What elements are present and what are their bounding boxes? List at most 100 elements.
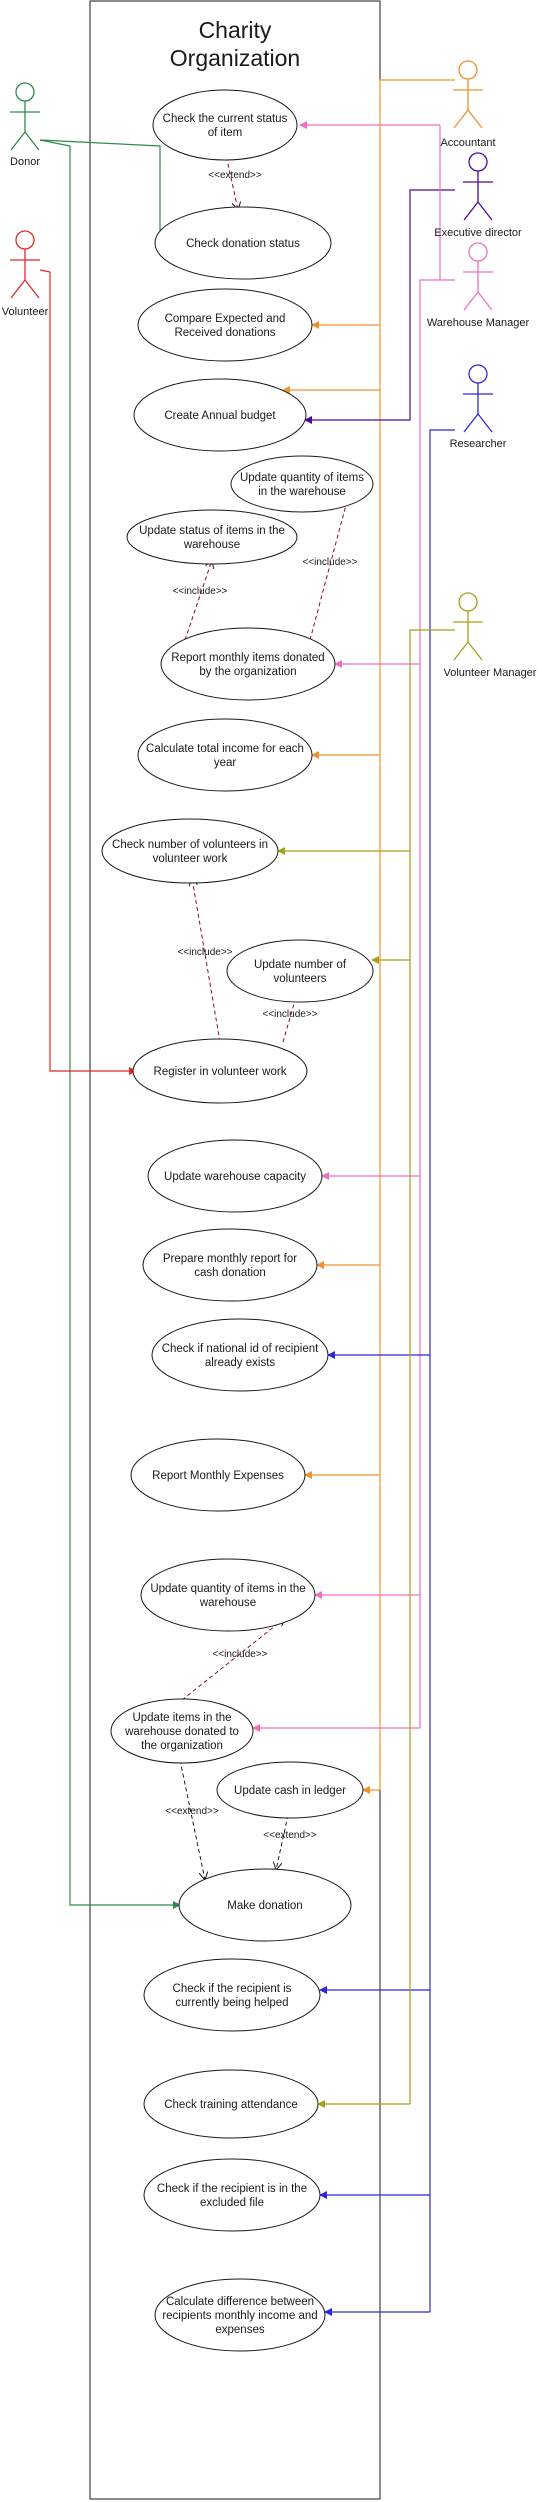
use-case-ellipse[interactable]	[151, 1318, 329, 1392]
use-case-ellipse[interactable]	[143, 1958, 321, 2032]
relation-label-include-status-items: <<include>>	[172, 586, 227, 597]
actor-accountant[interactable]: Accountant	[440, 60, 496, 149]
use-case-label: Calculate difference between	[166, 2296, 314, 2308]
relation-label-include-num-volunteers-check: <<include>>	[177, 947, 232, 958]
use-case-update-wh-capacity[interactable]: Update warehouse capacity	[147, 1139, 323, 1213]
actor-researcher[interactable]: Researcher	[450, 364, 507, 450]
use-case-income-expense-diff[interactable]: Calculate difference between recipients m…	[154, 2278, 326, 2352]
donor-line-make-donation	[39, 139, 181, 1909]
actor-label: Volunteer	[2, 306, 49, 318]
actor-volunteer-manager[interactable]: Volunteer Manager	[444, 592, 537, 679]
use-case-annual-budget[interactable]: Create Annual budget	[133, 378, 307, 452]
volunteer-line-register	[39, 269, 137, 1075]
actor-label: Executive director	[434, 227, 522, 239]
use-case-training-attendance[interactable]: Check training attendance	[143, 2069, 319, 2139]
use-case-ellipse[interactable]	[226, 939, 374, 1003]
use-case-monthly-expenses[interactable]: Report Monthly Expenses	[130, 1438, 306, 1512]
use-case-label: year	[214, 757, 237, 769]
executive-director-line-budget	[304, 189, 455, 424]
use-case-ellipse[interactable]	[178, 1868, 352, 1942]
use-case-label: warehouse	[199, 1597, 256, 1609]
use-case-ellipse[interactable]	[137, 718, 313, 792]
use-case-ellipse[interactable]	[230, 455, 374, 513]
use-case-ellipse[interactable]	[143, 2158, 321, 2232]
actor-label: Donor	[10, 156, 40, 168]
use-case-label: excluded file	[200, 2197, 264, 2209]
use-case-ellipse[interactable]	[147, 1139, 323, 1213]
use-case-ellipse[interactable]	[126, 509, 298, 565]
use-case-label: Report Monthly Expenses	[152, 1470, 284, 1482]
use-case-ellipse[interactable]	[101, 818, 279, 884]
actor-label: Volunteer Manager	[444, 667, 537, 679]
use-case-ellipse[interactable]	[133, 378, 307, 452]
use-case-label: Calculate total income for each	[146, 743, 304, 755]
use-case-total-income[interactable]: Calculate total income for each year	[137, 718, 313, 792]
use-case-update-cash-ledger[interactable]: Update cash in ledger	[216, 1761, 364, 1819]
use-case-label: volunteer work	[153, 853, 228, 865]
use-case-ellipse[interactable]	[137, 288, 313, 362]
donor-line-check-donation-status	[39, 139, 164, 244]
use-case-ellipse[interactable]	[140, 1558, 316, 1632]
relation-label-extend-cash-donation: <<extend>>	[263, 1830, 317, 1841]
volunteer-manager-lines	[277, 629, 455, 2108]
stick-figure-icon	[463, 364, 493, 433]
use-case-ellipse[interactable]	[154, 206, 332, 280]
relation-labels: <<extend>> <<include>> <<include>> <<includ…	[165, 170, 357, 1841]
use-case-label: Prepare monthly report for	[163, 1253, 297, 1265]
accountant-lines	[282, 79, 455, 1794]
warehouse-manager-lines	[252, 121, 455, 1732]
use-case-recipient-excluded[interactable]: Check if the recipient is in theexcluded…	[143, 2158, 321, 2232]
use-case-register-volunteer[interactable]: Register in volunteer work	[132, 1038, 308, 1104]
actor-executive-director[interactable]: Executive director	[434, 152, 522, 239]
use-case-make-donation[interactable]: Make donation	[178, 1868, 352, 1942]
stick-figure-icon	[463, 242, 493, 311]
use-case-label: currently being helped	[175, 1997, 288, 2009]
actor-volunteer[interactable]: Volunteer	[2, 230, 49, 318]
extend-lines-dark	[179, 1759, 289, 1880]
use-case-label: Update warehouse capacity	[164, 1171, 306, 1183]
use-case-ellipse[interactable]	[216, 1761, 364, 1819]
use-case-ellipse[interactable]	[110, 1698, 254, 1764]
use-case-recipient-helped[interactable]: Check if the recipient is currently being…	[143, 1958, 321, 2032]
use-case-label: Received donations	[174, 327, 275, 339]
use-case-check-national-id[interactable]: Check if national id of recipient already…	[151, 1318, 329, 1392]
use-case-label: Check if the recipient is	[173, 1983, 292, 1995]
use-case-label: Create Annual budget	[164, 410, 276, 422]
stick-figure-icon	[453, 592, 483, 661]
use-case-ellipse[interactable]	[154, 2278, 326, 2352]
researcher-lines	[319, 429, 455, 2316]
actor-warehouse-manager[interactable]: Warehouse Manager	[427, 242, 530, 329]
use-case-check-donation-status[interactable]: Check donation status	[154, 206, 332, 280]
actor-label: Warehouse Manager	[427, 317, 530, 329]
use-case-ellipse[interactable]	[152, 89, 298, 161]
use-case-ellipse[interactable]	[142, 1228, 318, 1302]
use-case-label: the organization	[141, 1740, 223, 1752]
use-case-label: warehouse	[183, 539, 240, 551]
use-case-check-num-volunteers[interactable]: Check number of volunteers in volunteer w…	[101, 818, 279, 884]
use-case-label: Check if national id of recipient	[162, 1343, 319, 1355]
use-case-label: Check number of volunteers in	[112, 839, 268, 851]
use-case-label: expenses	[215, 2324, 264, 2336]
actor-donor[interactable]: Donor	[10, 82, 40, 168]
use-case-label: already exists	[205, 1357, 276, 1369]
use-case-label: recipients monthly income and	[162, 2310, 317, 2322]
use-case-label: Check the current status	[163, 113, 288, 125]
use-case-label: Update quantity of items	[240, 472, 364, 484]
use-case-label: Make donation	[227, 1900, 302, 1912]
use-case-ellipse[interactable]	[160, 627, 336, 701]
use-case-ellipse[interactable]	[143, 2069, 319, 2139]
use-case-ellipse[interactable]	[130, 1438, 306, 1512]
relation-label-include-qty-top: <<include>>	[302, 557, 357, 568]
use-case-ellipse[interactable]	[132, 1038, 308, 1104]
system-title-line1: Charity	[199, 17, 272, 43]
